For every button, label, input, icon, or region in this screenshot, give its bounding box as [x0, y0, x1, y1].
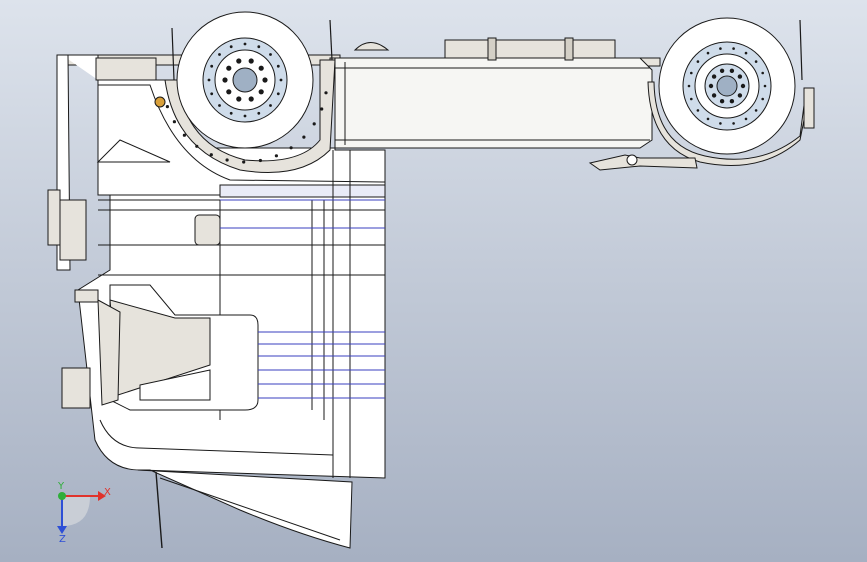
front-wheel-lug — [236, 96, 242, 102]
front-hub-bolt — [257, 45, 261, 49]
rear-hub-bolt — [732, 47, 735, 50]
rear-wheel-lug — [708, 83, 714, 89]
rear-wheel-lug — [719, 99, 725, 104]
triad-y-label: Y — [57, 481, 65, 492]
rear-wheel-lug — [719, 68, 725, 74]
battery-box — [444, 39, 616, 59]
fender-bolt — [320, 107, 324, 111]
front-hub-bolt — [207, 78, 211, 82]
front-wheel-lug — [258, 89, 264, 95]
rear-hub-bolt — [706, 117, 710, 121]
fender-bolt — [209, 153, 213, 157]
rear-hub-bolt — [732, 122, 735, 125]
front-wheel-lug — [248, 96, 254, 102]
fender-bolt — [182, 133, 186, 137]
rear-hub-bolt — [687, 84, 691, 88]
front-hub-bolt — [279, 78, 283, 82]
fender-bolt — [242, 160, 246, 164]
rear-wheel-lug — [729, 99, 735, 104]
front-hub-bolt — [276, 92, 280, 96]
rear-wheel-lug — [737, 74, 743, 79]
front-hub-bolt — [218, 104, 221, 107]
rear-hub-bolt — [754, 60, 758, 63]
rear-wheel-lug — [737, 93, 743, 98]
fender-bolt — [274, 154, 278, 158]
rear-hub-bolt — [719, 47, 722, 50]
front-wheel — [176, 11, 314, 149]
front-hub-bolt — [229, 111, 233, 115]
front-wheel-lug — [236, 58, 242, 64]
front-hub-bolt — [276, 64, 280, 68]
door-handle — [194, 214, 221, 246]
fender-bolt — [324, 91, 328, 95]
orientation-triad: X Y Z — [57, 481, 111, 545]
antenna-stalks — [171, 19, 803, 81]
front-hub-bolt — [229, 45, 233, 49]
rear-fender — [647, 81, 815, 167]
rear-hub-bolt — [754, 109, 758, 112]
front-wheel-lug — [258, 65, 264, 71]
front-wheel-lug — [262, 77, 268, 83]
rear-hub-bolt — [763, 84, 767, 88]
fender-bolt — [165, 105, 169, 109]
rear-wheel-lug — [711, 74, 717, 79]
rear-hub-bolt — [761, 71, 764, 75]
orange-bolt — [154, 96, 166, 108]
front-hub-bolt — [218, 53, 221, 56]
side-shade-band — [219, 184, 386, 198]
fender-bolt — [172, 120, 176, 124]
rear-hub-bolt — [744, 117, 748, 121]
triad-plane — [62, 496, 90, 526]
fender-bolt — [195, 144, 199, 148]
rear-wheel-lug — [711, 93, 717, 98]
front-step — [137, 469, 353, 549]
fender-bolt — [225, 158, 229, 162]
front-hub-bolt — [243, 42, 247, 46]
rear-hub-bolt — [744, 51, 748, 55]
front-hub-bolt — [210, 64, 214, 68]
front-wheel-lug — [226, 65, 232, 71]
front-fender — [154, 59, 336, 173]
triad-y-axis — [58, 492, 66, 500]
triad-z-label: Z — [59, 534, 66, 545]
front-hub-bolt — [257, 111, 261, 115]
rear-hub-bolt — [761, 97, 764, 101]
front-wheel-lug — [226, 89, 232, 95]
front-hub-bolt — [269, 53, 272, 56]
grille-lines — [220, 199, 385, 399]
front-hub-bolt — [269, 104, 272, 107]
triad-x-arrow — [98, 491, 106, 501]
rear-hub-bolt — [690, 97, 693, 101]
rear-hub-bolt — [696, 60, 700, 63]
rear-hub-bolt — [690, 71, 693, 75]
rear-hub-bolt — [696, 109, 700, 112]
front-hub-bolt — [210, 92, 214, 96]
front-wheel-lug — [222, 77, 228, 83]
rear-hub-bolt — [719, 122, 722, 125]
front-hub-bolt — [243, 114, 247, 118]
fender-bolt — [312, 122, 316, 126]
fuel-tank — [334, 37, 653, 149]
rear-hitch — [588, 154, 698, 171]
rear-wheel — [658, 17, 796, 155]
fender-bolt — [289, 146, 293, 150]
fender-bolt — [258, 158, 262, 163]
fender-bolt — [302, 135, 306, 139]
triad-x-label: X — [104, 487, 111, 498]
triad-z-arrow — [57, 526, 67, 534]
rear-wheel-lug — [740, 83, 746, 89]
rear-wheel-lug — [729, 68, 735, 74]
rear-hub-bolt — [706, 51, 710, 55]
front-wheel-lug — [248, 58, 254, 64]
